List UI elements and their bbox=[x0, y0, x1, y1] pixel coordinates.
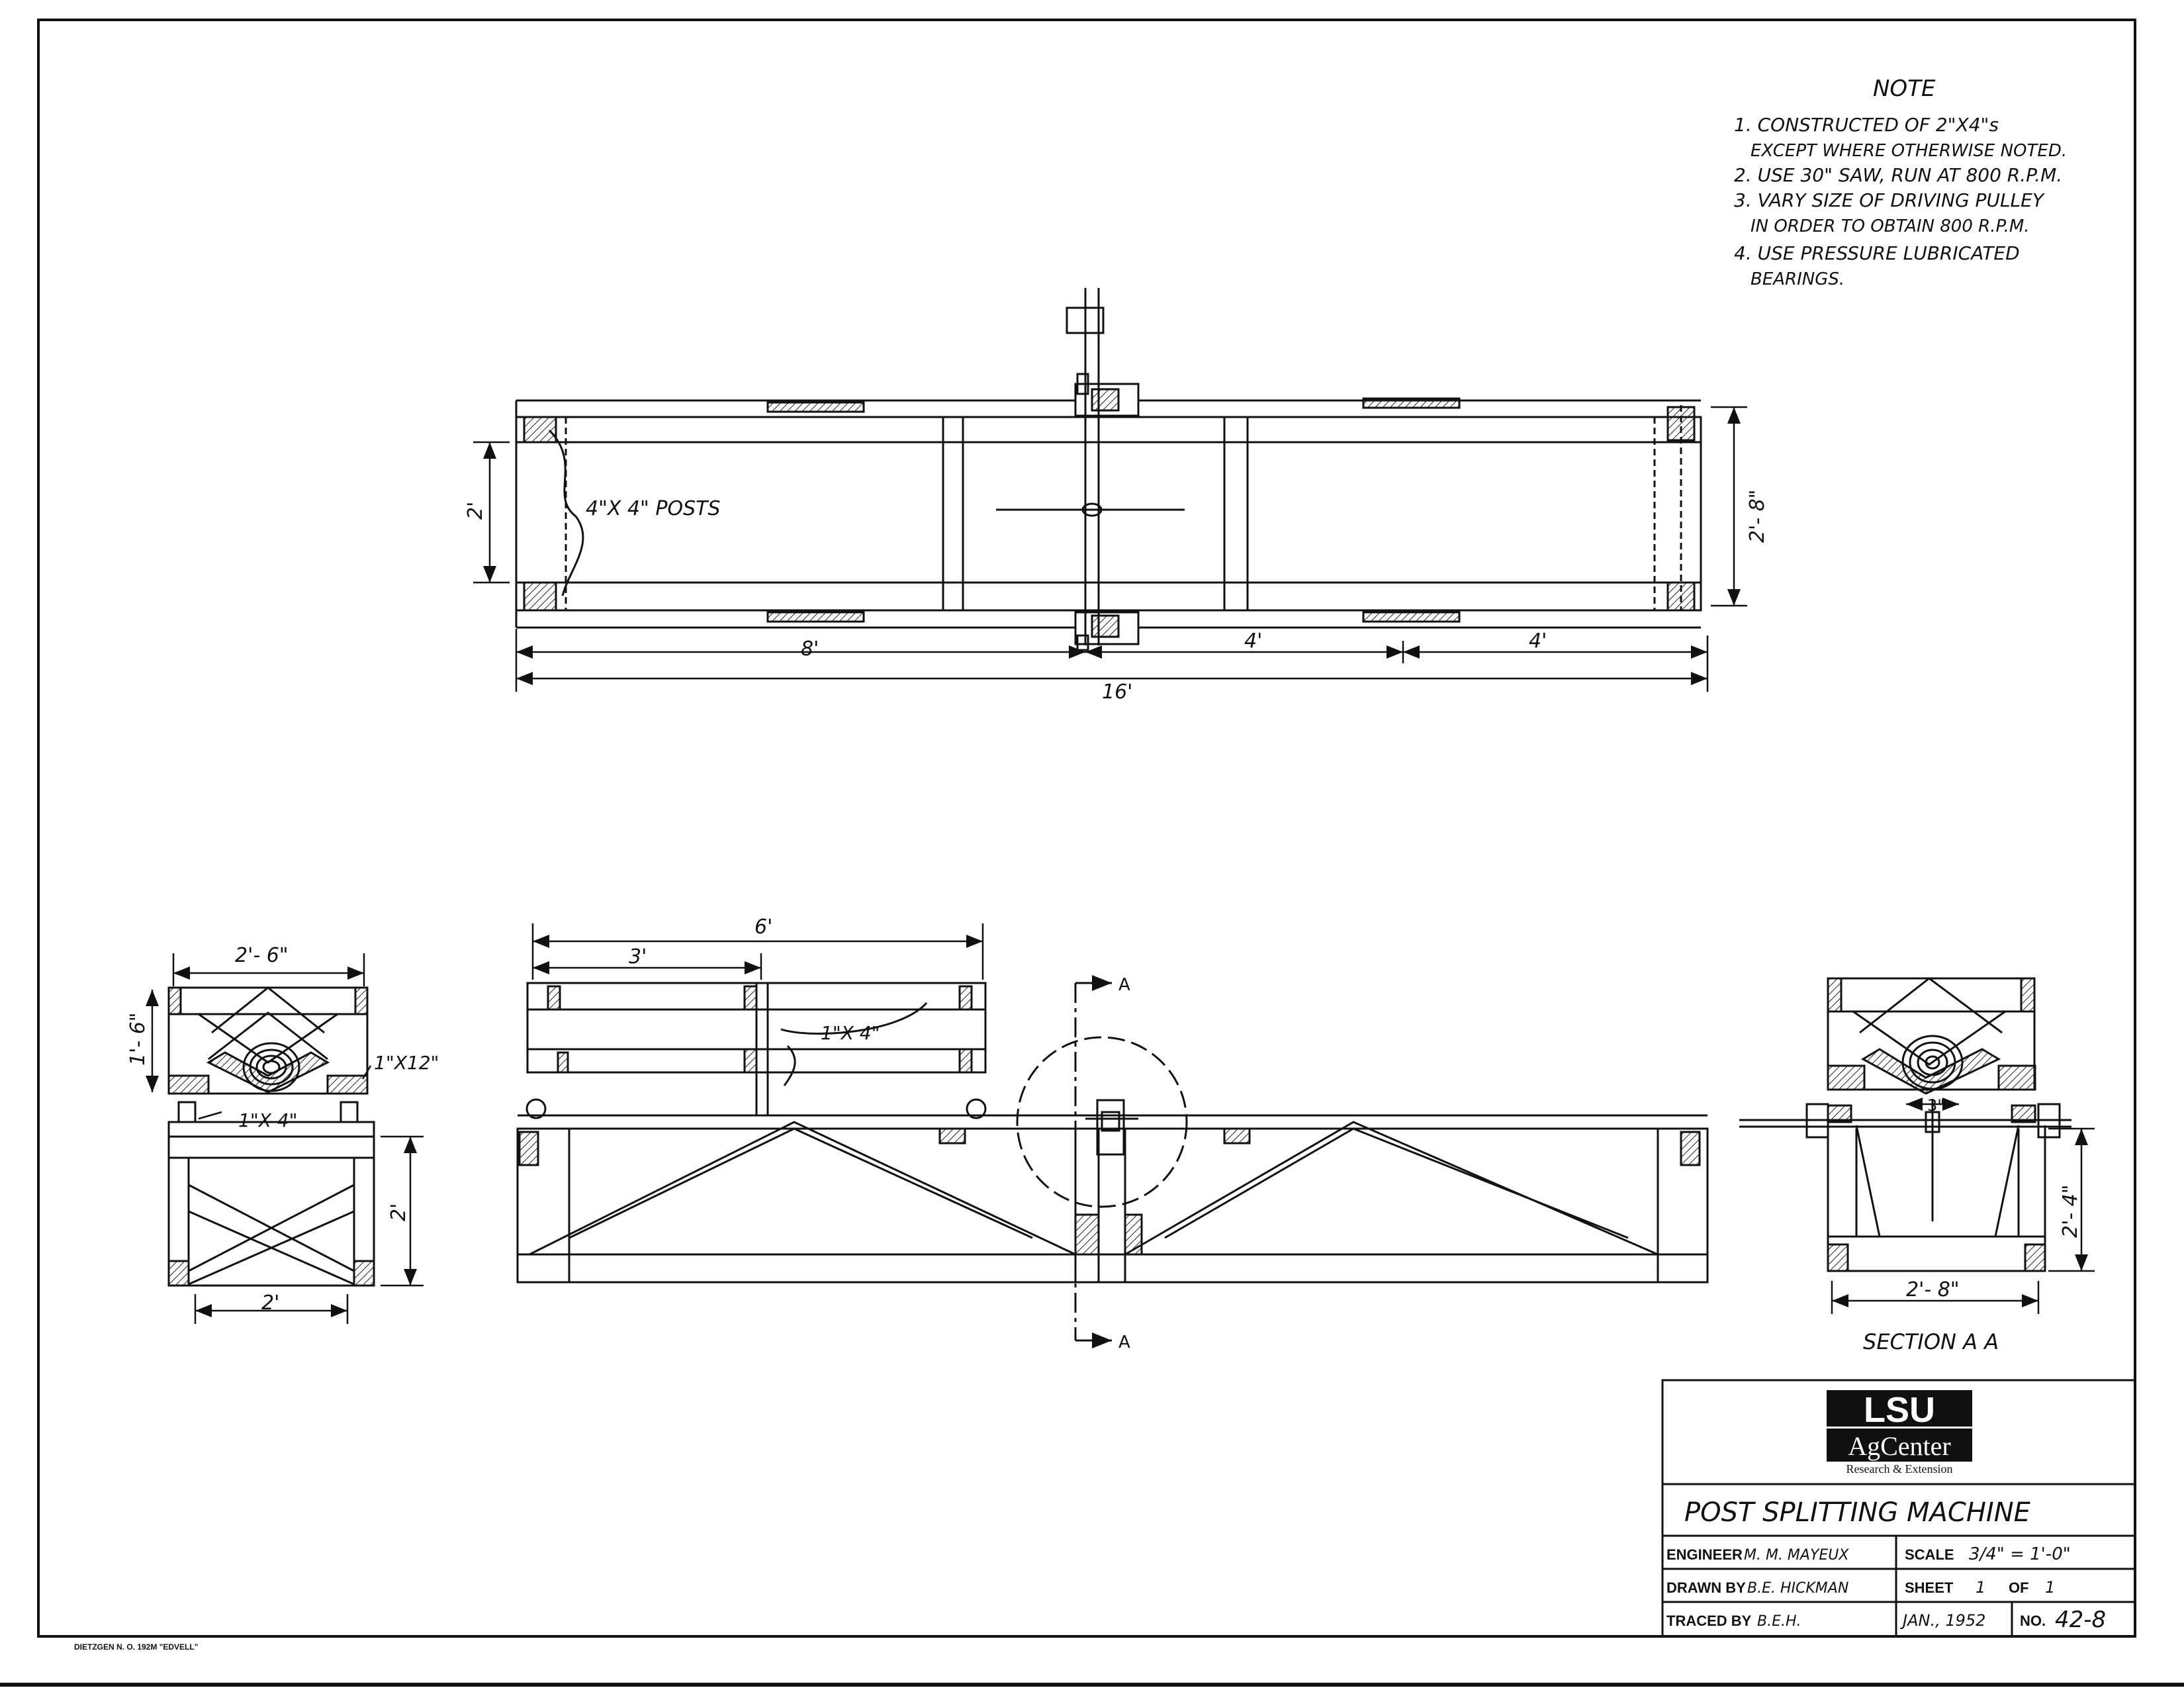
sheet-label: SHEET bbox=[1905, 1579, 1954, 1596]
plan-view bbox=[515, 288, 1702, 651]
traced-value: B.E.H. bbox=[1757, 1613, 1801, 1630]
end-height-upper: 1'- 6" bbox=[126, 1012, 150, 1066]
notes-heading: NOTE bbox=[1873, 75, 1936, 102]
number-label: NO. bbox=[2020, 1613, 2046, 1629]
side-dim-total: 6' bbox=[754, 915, 772, 939]
logo-line1: LSU bbox=[1864, 1390, 1935, 1430]
end-view bbox=[167, 986, 375, 1287]
notes-block: NOTE 1. CONSTRUCTED OF 2"X4"s EXCEPT WHE… bbox=[1734, 75, 2067, 289]
title-block bbox=[1661, 1379, 2136, 1638]
side-dim-half: 3' bbox=[629, 945, 647, 968]
section-width-label: 2'- 8" bbox=[1906, 1278, 1960, 1301]
section-view-dims bbox=[1831, 1098, 2095, 1314]
logo-line3: Research & Extension bbox=[1846, 1462, 1953, 1476]
end-view-dims bbox=[146, 953, 424, 1324]
section-view bbox=[1739, 977, 2071, 1272]
note-line-6: 4. USE PRESSURE LUBRICATED bbox=[1734, 242, 2020, 264]
end-top-width: 2'- 6" bbox=[235, 944, 289, 967]
side-view bbox=[516, 975, 1709, 1348]
number-value: 42-8 bbox=[2055, 1607, 2106, 1633]
section-mark-top: A bbox=[1118, 975, 1130, 995]
plan-dim-left: 8' bbox=[801, 637, 819, 661]
section-mark-bottom: A bbox=[1118, 1333, 1130, 1352]
end-base-width: 2' bbox=[261, 1291, 279, 1315]
scale-label: SCALE bbox=[1905, 1546, 1954, 1563]
section-height-label: 2'- 4" bbox=[2059, 1184, 2082, 1238]
engineer-value: M. M. MAYEUX bbox=[1744, 1547, 1849, 1564]
plan-posts-label: 4"X 4" POSTS bbox=[586, 497, 721, 520]
note-line-2: EXCEPT WHERE OTHERWISE NOTED. bbox=[1751, 141, 2067, 161]
side-view-dims bbox=[531, 923, 984, 980]
section-caption: SECTION A A bbox=[1863, 1329, 1999, 1354]
plan-dim-total: 16' bbox=[1102, 680, 1132, 704]
plan-dimensions bbox=[473, 406, 1747, 692]
note-line-1: 1. CONSTRUCTED OF 2"X4"s bbox=[1734, 114, 1999, 136]
logo-line2: AgCenter bbox=[1848, 1431, 1951, 1461]
drawn-label: DRAWN BY bbox=[1666, 1579, 1746, 1596]
end-height-lower: 2' bbox=[387, 1203, 410, 1221]
footer-text: DIETZGEN N. O. 192M "EDVELL" bbox=[74, 1642, 198, 1652]
plan-dim-right: 4' bbox=[1529, 630, 1547, 653]
note-line-3: 2. USE 30" SAW, RUN AT 800 R.P.M. bbox=[1734, 164, 2062, 186]
engineer-label: ENGINEER bbox=[1666, 1546, 1743, 1563]
side-board-label: 1"X 4" bbox=[821, 1022, 880, 1044]
plan-dim-mid: 4' bbox=[1244, 630, 1262, 653]
plan-width-right: 2'- 8" bbox=[1746, 489, 1769, 543]
date-value: JAN., 1952 bbox=[1900, 1611, 1985, 1630]
end-board-label: 1"X12" bbox=[374, 1052, 439, 1074]
note-line-4: 3. VARY SIZE OF DRIVING PULLEY bbox=[1734, 189, 2045, 211]
end-slat-label: 1"X 4" bbox=[238, 1109, 297, 1131]
drawing-title: POST SPLITTING MACHINE bbox=[1684, 1497, 2031, 1528]
note-line-5: IN ORDER TO OBTAIN 800 R.P.M. bbox=[1751, 216, 2030, 236]
of-value: 1 bbox=[2045, 1578, 2055, 1597]
scale-value: 3/4" = 1'-0" bbox=[1969, 1544, 2071, 1564]
of-label: OF bbox=[2009, 1579, 2029, 1596]
drawn-value: B.E. HICKMAN bbox=[1747, 1580, 1848, 1597]
sheet-border bbox=[37, 19, 2136, 1638]
note-line-7: BEARINGS. bbox=[1751, 269, 1844, 289]
section-gap-label: 3" bbox=[1927, 1096, 1944, 1115]
lsu-agcenter-logo: LSU AgCenter Research & Extension bbox=[1827, 1390, 1972, 1476]
sheet-value: 1 bbox=[1976, 1578, 1985, 1597]
plan-width-left: 2' bbox=[464, 502, 487, 520]
traced-label: TRACED BY bbox=[1666, 1613, 1752, 1629]
